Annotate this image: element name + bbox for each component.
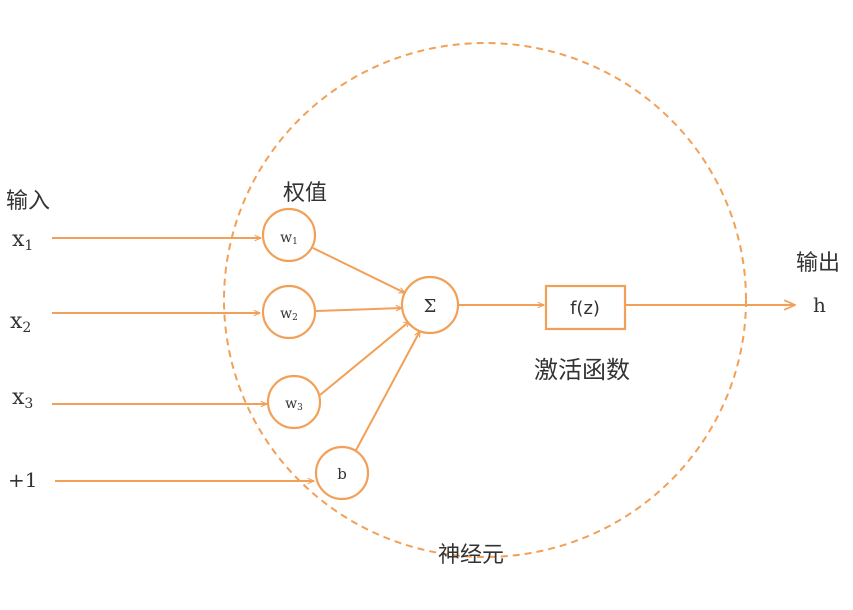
weight-node-2: w2 xyxy=(261,284,317,340)
svg-text:b: b xyxy=(337,465,347,483)
sum-node: Σ xyxy=(400,275,460,335)
input-bias: +1 xyxy=(8,468,37,492)
weight-line-2 xyxy=(315,308,402,312)
weight-line-3 xyxy=(319,321,410,396)
svg-text:Σ: Σ xyxy=(424,296,437,317)
svg-text:w1: w1 xyxy=(280,230,298,247)
bias-line xyxy=(354,331,421,453)
input-x3: x3 xyxy=(12,385,33,412)
activation-box: f(z) xyxy=(544,284,627,331)
svg-text:f(z): f(z) xyxy=(570,298,600,319)
neuron-boundary xyxy=(223,42,747,558)
weight-node-3: w3 xyxy=(266,374,322,430)
svg-text:w2: w2 xyxy=(280,306,298,323)
input-label: 输入 xyxy=(6,189,50,214)
weights-label: 权值 xyxy=(283,181,327,206)
output-label: 输出 xyxy=(796,251,840,276)
bias-node: b xyxy=(314,445,370,501)
output-h: h xyxy=(813,293,826,317)
neuron-label: 神经元 xyxy=(438,543,504,568)
input-x1: x1 xyxy=(12,227,33,254)
svg-text:w3: w3 xyxy=(285,396,303,413)
activation-label: 激活函数 xyxy=(534,356,630,384)
weight-line-1 xyxy=(312,247,405,294)
input-x2: x2 xyxy=(10,309,31,336)
weight-node-1: w1 xyxy=(261,207,317,263)
